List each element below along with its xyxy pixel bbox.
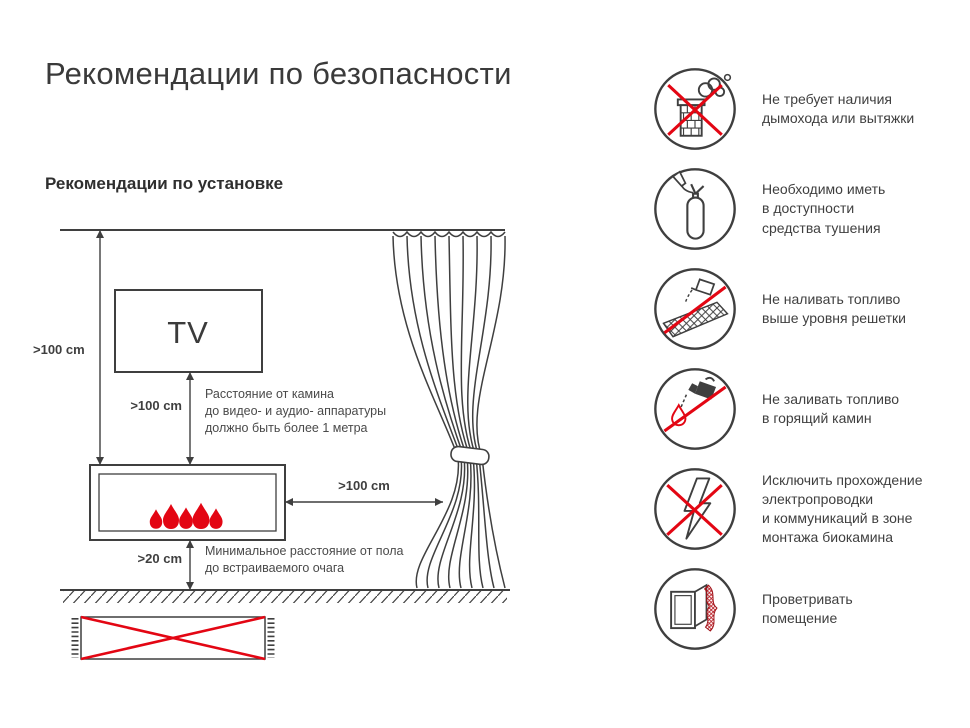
dim-label-wall: >100 cm [33, 342, 85, 357]
note-floor-line2: до встраиваемого очага [205, 561, 344, 575]
no-wiring-icon [652, 466, 738, 552]
safety-item-text: Не требует наличия дымохода или вытяжки [762, 90, 915, 126]
dim-label-floor: >20 cm [138, 551, 182, 566]
carpet-cross-icon [80, 615, 266, 661]
note-tv-line3: должно быть более 1 метра [205, 421, 368, 435]
note-tv-line1: Расстояние от камина [205, 387, 334, 401]
note-tv-line2: до видео- и аудио- аппаратуры [205, 404, 386, 418]
safety-item-extinguisher: Необходимо иметь в доступности средства … [652, 166, 957, 252]
safety-item-text: Не заливать топливо в горящий камин [762, 390, 900, 426]
tv-box [114, 289, 263, 373]
fire-extinguisher-icon [652, 166, 738, 252]
page-title: Рекомендации по безопасности [45, 56, 512, 91]
no-fuel-burning-icon [652, 366, 738, 452]
no-fuel-above-grate-icon [652, 266, 738, 352]
floor-hatching [63, 591, 507, 603]
note-floor-line1: Минимальное расстояние от пола [205, 544, 404, 558]
ventilate-icon [652, 566, 738, 652]
safety-item-no-wiring: Исключить прохождение электропроводки и … [652, 466, 957, 552]
safety-item-text: Необходимо иметь в доступности средства … [762, 181, 886, 236]
safety-item-ventilate: Проветривать помещение [652, 566, 957, 652]
safety-item-text: Не наливать топливо выше уровня решетки [762, 290, 906, 326]
curtain [392, 230, 506, 589]
dim-label-tv: >100 cm [130, 398, 182, 413]
safety-item-no-fuel-above-grate: Не наливать топливо выше уровня решетки [652, 266, 957, 352]
dim-label-curtain: >100 cm [338, 478, 390, 493]
section-subtitle: Рекомендации по установке [45, 174, 284, 193]
safety-item-no-chimney: Не требует наличия дымохода или вытяжки [652, 66, 957, 152]
safety-item-text: Исключить прохождение электропроводки и … [762, 471, 923, 546]
curtain-tie [450, 445, 490, 466]
no-chimney-icon [652, 66, 738, 152]
tv-label: TV [167, 315, 209, 350]
safety-recommendations-list: Не требует наличия дымохода или вытяжки … [652, 66, 957, 666]
safety-item-no-fuel-burning: Не заливать топливо в горящий камин [652, 366, 957, 452]
carpet [71, 615, 275, 661]
installation-diagram: TV >100 cm >100 cm [33, 229, 510, 661]
safety-item-text: Проветривать помещение [762, 590, 853, 626]
